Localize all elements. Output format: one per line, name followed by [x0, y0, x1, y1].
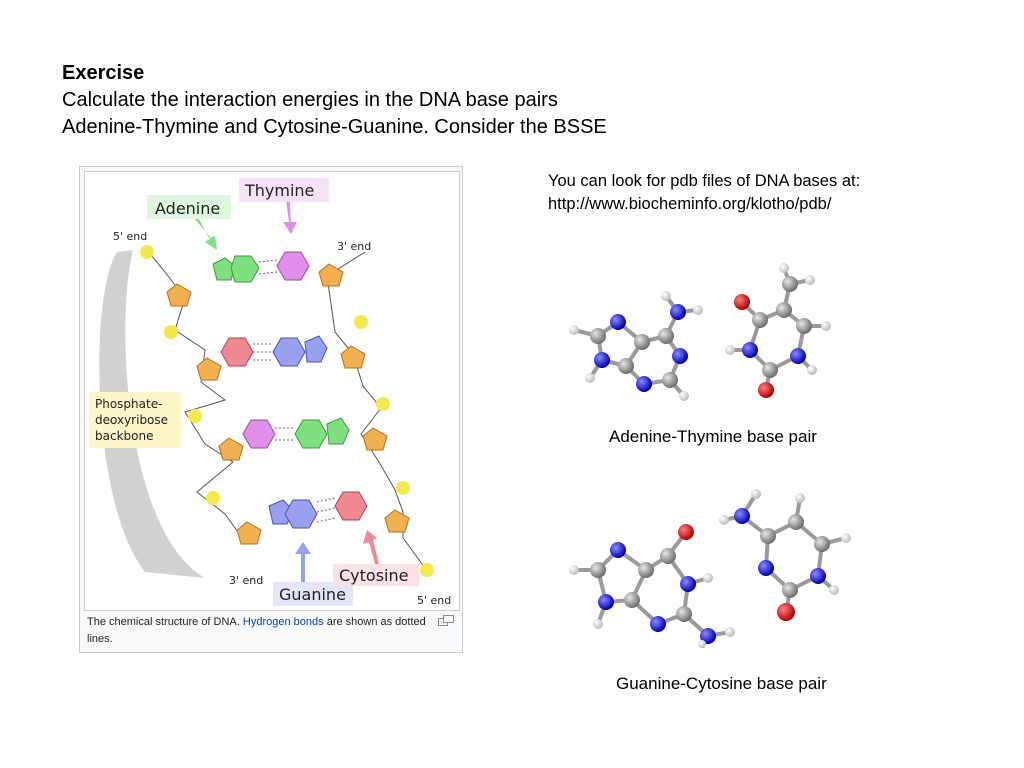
pdb-reference-url: http://www.biocheminfo.org/klotho/pdb/: [548, 195, 832, 213]
backbone-bracket: [99, 250, 205, 578]
three-prime-end-top: 3' end: [337, 240, 371, 253]
base-guanine-bottom: [268, 499, 318, 529]
caption-text-pre: The chemical structure of DNA.: [87, 616, 240, 628]
guanine-label: Guanine: [279, 585, 346, 604]
base-guanine-second: [272, 335, 328, 367]
hydrogen-bonds: [253, 259, 336, 523]
backbone-label-1: Phosphate-: [95, 397, 162, 411]
caption-text-post: are shown as dotted lines.: [87, 616, 426, 645]
backbone-label-3: backbone: [95, 429, 153, 443]
five-prime-end-bottom: 5' end: [417, 594, 451, 607]
gc-atoms: [569, 489, 851, 648]
pdb-reference-line-1: You can look for pdb files of DNA bases …: [548, 172, 861, 190]
exercise-line-2: Adenine-Thymine and Cytosine-Guanine. Co…: [62, 116, 607, 138]
base-thymine-top: [276, 251, 310, 281]
three-prime-end-bottom: 3' end: [229, 574, 263, 587]
thymine-label-bg: [239, 178, 329, 202]
base-cytosine-bottom: [334, 491, 368, 521]
five-prime-end-top: 5' end: [113, 230, 147, 243]
phosphate-groups: [140, 245, 434, 577]
backbone-label-2: deoxyribose: [95, 413, 168, 427]
figure-caption: The chemical structure of DNA. Hydrogen …: [87, 614, 427, 648]
gc-bonds: [574, 492, 847, 648]
guanine-cytosine-model: [569, 489, 851, 648]
exercise-title: Exercise: [62, 62, 145, 84]
adenine-label-bg: [147, 195, 231, 219]
sugar-rings: [166, 263, 410, 545]
cytosine-label: Cytosine: [339, 566, 408, 585]
thymine-label: Thymine: [244, 181, 314, 200]
base-adenine-third: [294, 417, 350, 449]
adenine-thymine-label: Adenine-Thymine base pair: [609, 427, 817, 446]
base-adenine-top: [212, 255, 260, 283]
guanine-cytosine-label: Guanine-Cytosine base pair: [616, 674, 827, 693]
hydrogen-bonds-link[interactable]: Hydrogen bonds: [242, 616, 324, 628]
exercise-line-1: Calculate the interaction energies in th…: [62, 89, 558, 111]
adenine-thymine-model: [569, 263, 831, 401]
at-atoms: [569, 263, 831, 401]
adenine-label: Adenine: [155, 199, 220, 218]
exercise-heading: Exercise Calculate the interaction energ…: [62, 60, 607, 141]
backbone-label-bg: [89, 392, 181, 448]
dna-structure-image: Adenine Thymine Guanine Cytosine 5' end …: [84, 171, 460, 611]
base-cytosine-second: [220, 337, 254, 367]
cytosine-label-bg: [333, 564, 419, 586]
base-thymine-third: [242, 419, 276, 449]
enlarge-icon[interactable]: [438, 615, 454, 627]
right-strand: [326, 251, 426, 569]
pdb-reference: You can look for pdb files of DNA bases …: [548, 170, 860, 216]
dna-structure-diagram: Adenine Thymine Guanine Cytosine 5' end …: [89, 178, 451, 607]
dna-figure-box: Adenine Thymine Guanine Cytosine 5' end …: [79, 166, 463, 653]
